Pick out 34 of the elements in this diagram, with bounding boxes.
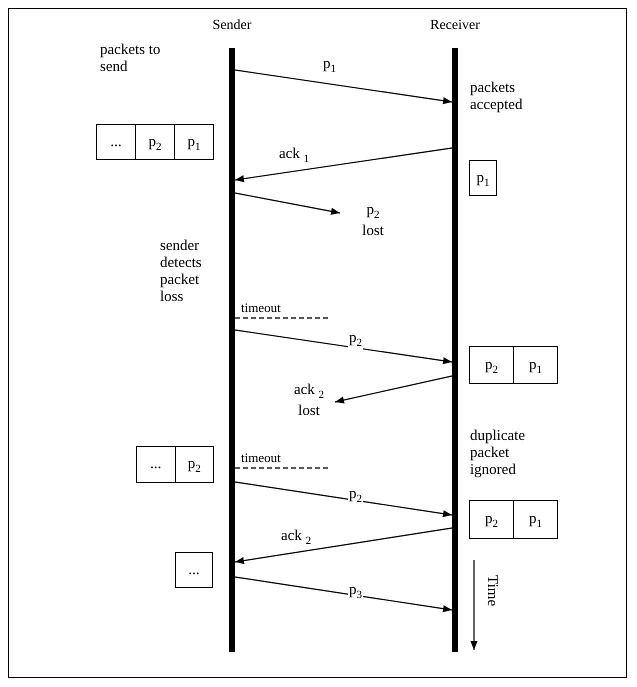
packet-label: p$_{1}$ xyxy=(476,169,490,191)
arrow xyxy=(234,481,452,518)
arrow xyxy=(234,329,452,364)
packet-queue xyxy=(175,552,213,588)
packet-label: p$_{1}$ xyxy=(513,501,557,538)
note-text: packets to send xyxy=(100,42,162,76)
arrow xyxy=(334,375,452,404)
packet-label: ... xyxy=(149,455,162,474)
dashed-line xyxy=(235,467,330,469)
arrow xyxy=(234,527,452,564)
arrow xyxy=(234,69,452,104)
packet-queue xyxy=(136,446,214,483)
axis-label: Time xyxy=(483,575,500,606)
packet-queue xyxy=(469,160,497,196)
lifeline-label: Receiver xyxy=(429,18,481,34)
note-text: sender detects packet loss xyxy=(160,238,203,306)
packet-label: p$_{2}$ xyxy=(135,125,174,159)
packet-label: p$_{1}$ xyxy=(174,125,213,159)
packet-label: p$_{2}$ xyxy=(484,510,499,532)
note-text: duplicate packet ignored xyxy=(470,428,526,479)
arrow xyxy=(234,192,340,215)
packet-queue xyxy=(469,346,558,384)
arrow xyxy=(234,576,452,612)
packet-label: p$_{1}$ xyxy=(513,347,557,383)
packet-queue xyxy=(469,500,558,539)
packet-label: ... xyxy=(187,561,201,580)
note-text: packets accepted xyxy=(470,80,524,114)
dashed-line xyxy=(235,317,330,319)
arrow xyxy=(234,147,452,182)
packet-label: p$_{2}$ xyxy=(174,447,213,482)
packet-label: p$_{2}$ xyxy=(484,356,499,378)
packet-queue xyxy=(96,124,214,160)
lifeline-label: Sender xyxy=(212,18,252,34)
packet-label: ... xyxy=(109,133,123,152)
